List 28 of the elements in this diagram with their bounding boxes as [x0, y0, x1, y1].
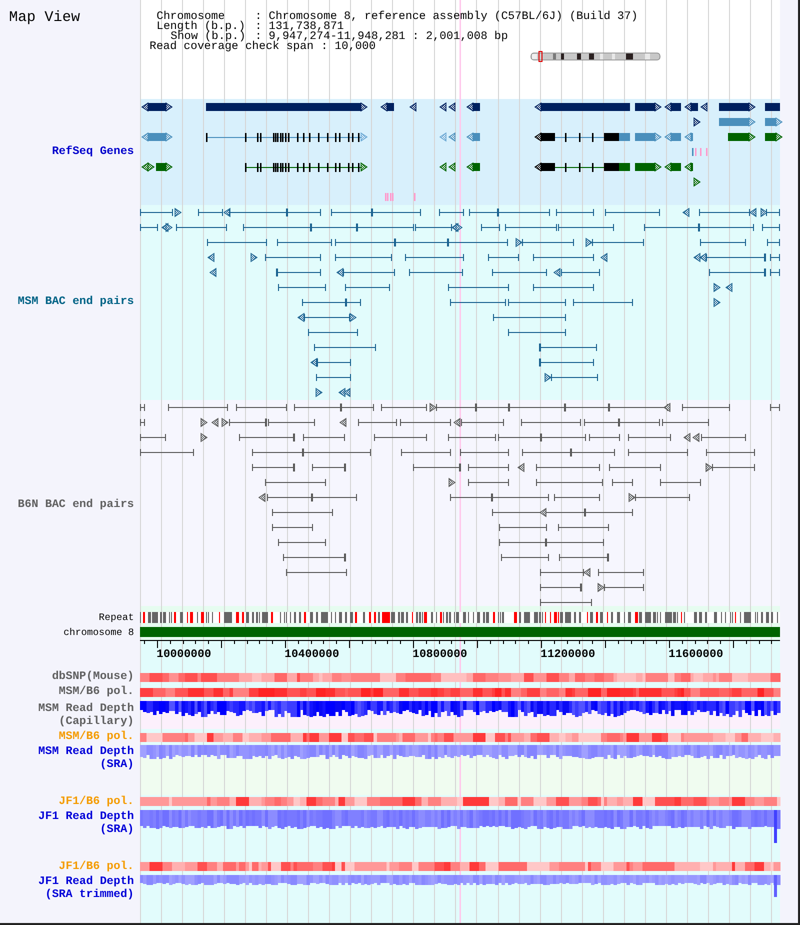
- track-label: MSM/B6 pol.: [58, 686, 134, 698]
- track-label: JF1 Read Depth (SRA): [37, 810, 134, 836]
- view-title: Map View: [9, 10, 80, 26]
- axis-tick-label: 10000000: [156, 648, 212, 662]
- axis-tick-label: 10800000: [412, 648, 468, 662]
- track-label: RefSeq Genes: [52, 146, 134, 158]
- track-label: MSM/B6 pol.: [58, 730, 134, 744]
- info-value: : Chromosome 8, reference assembly (C57BL/6J) (Build 37): [255, 12, 638, 22]
- info-label: Length (b.p.): [156, 22, 246, 32]
- track-label: JF1 Read Depth (SRA trimmed): [37, 876, 134, 902]
- track-label: Repeat: [98, 612, 134, 622]
- axis-tick-label: 10400000: [284, 648, 340, 662]
- track-label: JF1/B6 pol.: [58, 860, 134, 874]
- info-value: : 10,000: [321, 42, 376, 52]
- info-value: : 131,738,871: [255, 22, 344, 32]
- info-label: Chromosome: [156, 12, 225, 22]
- track-label: MSM Read Depth (Capillary): [37, 702, 134, 728]
- track-label: MSM BAC end pairs: [18, 296, 134, 308]
- track-label: B6N BAC end pairs: [18, 498, 134, 512]
- info-label: Show (b.p.): [170, 32, 246, 42]
- track-label: dbSNP(Mouse): [52, 670, 134, 684]
- track-label: JF1/B6 pol.: [58, 796, 134, 808]
- axis-tick-label: 11200000: [540, 648, 596, 662]
- track-label: MSM Read Depth (SRA): [37, 746, 134, 772]
- info-label: Read coverage check span: [150, 42, 314, 52]
- track-label: chromosome 8: [63, 626, 134, 638]
- info-value: : 9,947,274-11,948,281 : 2,001,008 bp: [255, 32, 508, 42]
- axis-tick-label: 11600000: [668, 648, 724, 662]
